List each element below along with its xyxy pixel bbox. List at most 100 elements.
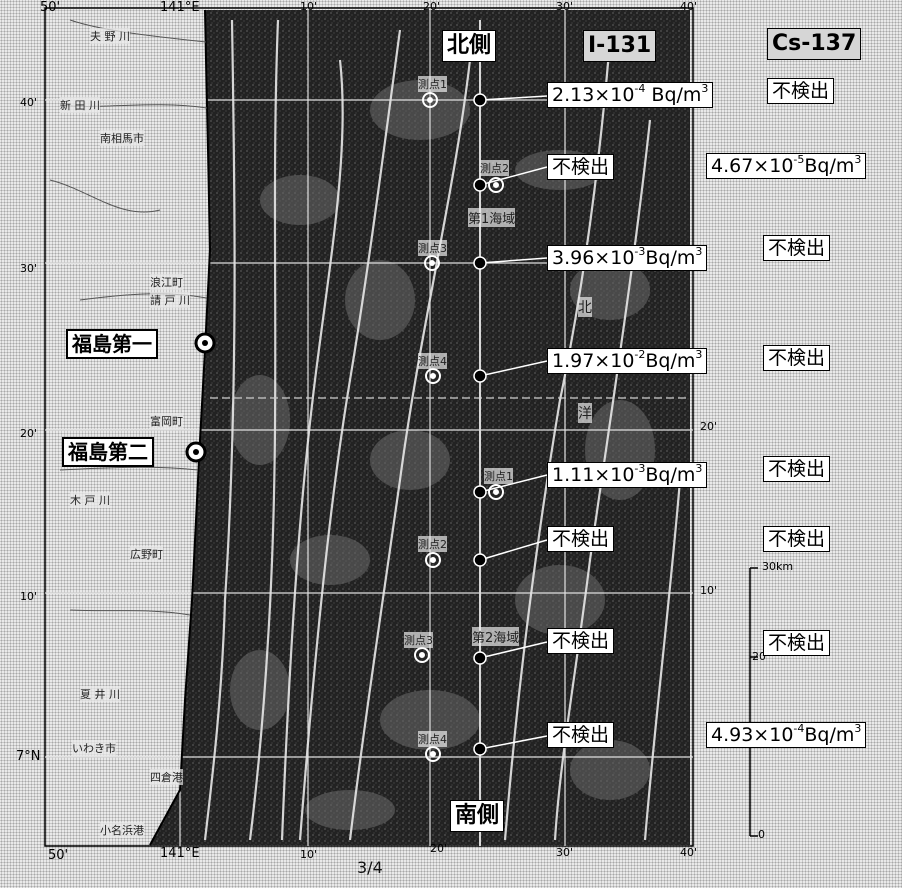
cs137-result-row-5: 不検出 [763, 456, 831, 482]
tick-top-30: 30' [556, 0, 574, 13]
map-frame [44, 7, 694, 847]
cs137-result-row-2: 4.67×10-5Bq/m3 [706, 153, 867, 179]
place-label-6: 富岡町 [150, 413, 183, 429]
point-label-s4: 測点4 [418, 731, 447, 747]
place-label-4: 浪江町 [150, 274, 183, 290]
scale-label-30km: 30km [762, 560, 794, 573]
tick-top-40: 40' [680, 0, 698, 13]
i131-result-row-5: 1.11×10-3Bq/m3 [547, 462, 708, 488]
i131-result-row-6: 不検出 [547, 526, 615, 552]
ocean-label-you: 洋 [578, 403, 592, 423]
i131-r1-exponent: -4 [634, 82, 646, 95]
tick-lat-10: 10' [20, 590, 38, 603]
tick-lat-40: 40' [20, 96, 38, 109]
point-label-s3: 測点3 [404, 632, 433, 648]
tick-lat-37n: 7°N [16, 749, 41, 764]
scale-label-0: 0 [758, 828, 765, 841]
cs137-r8-unit-power: 3 [854, 722, 862, 735]
grid-lines [45, 8, 693, 846]
place-label-10: いわき市 [72, 740, 116, 756]
tick-bot-141e: 141°E [160, 846, 200, 861]
i131-r5-mantissa: 1.11×10 [552, 464, 635, 486]
tick-rlat-20: 20' [700, 420, 718, 433]
place-label-11: 四倉港 [150, 769, 183, 785]
i131-r4-exponent: -2 [634, 348, 646, 361]
south-point-markers [414, 484, 504, 762]
tick-bot-30: 30' [556, 846, 574, 859]
transect-markers [473, 93, 487, 756]
i131-r1-unit: Bq/m [645, 84, 702, 106]
point-label-s2: 測点2 [418, 536, 447, 552]
cs137-result-row-4: 不検出 [763, 345, 831, 371]
cs137-header: Cs-137 [767, 28, 862, 60]
area-label-2: 第2海域 [472, 627, 520, 646]
i131-r5-unit-power: 3 [695, 462, 703, 475]
place-label-9: 夏 井 川 [80, 686, 120, 702]
place-label-7: 木 戸 川 [70, 492, 110, 508]
plant-label-daiichi: 福島第一 [66, 329, 158, 359]
i131-result-row-8: 不検出 [547, 722, 615, 748]
tick-bot-40: 40' [680, 846, 698, 859]
cs137-r8-unit: Bq/m [804, 724, 855, 746]
cs137-r2-mantissa: 4.67×10 [711, 155, 794, 177]
i131-result-row-7: 不検出 [547, 628, 615, 654]
i131-r3-mantissa: 3.96×10 [552, 247, 635, 269]
page-number: 3/4 [357, 858, 383, 877]
plant-marker-daini [185, 441, 207, 463]
i131-r3-exponent: -3 [634, 245, 646, 258]
i131-r3-unit-power: 3 [695, 245, 703, 258]
place-label-12: 小名浜港 [100, 822, 144, 838]
cs137-result-row-1: 不検出 [767, 78, 835, 104]
north-point-markers [422, 92, 504, 384]
i131-result-row-4: 1.97×10-2Bq/m3 [547, 348, 708, 374]
coastline [149, 9, 212, 846]
depth-contours [203, 19, 682, 841]
place-label-3: 南相馬市 [100, 130, 144, 146]
tick-top-141e: 141°E [160, 0, 200, 15]
point-label-n2: 測点2 [480, 160, 509, 176]
cs137-r2-unit-power: 3 [854, 153, 862, 166]
cs137-result-row-8: 4.93×10-4Bq/m3 [706, 722, 867, 748]
tick-lat-30: 30' [20, 262, 38, 275]
cs137-r2-exponent: -5 [793, 153, 805, 166]
cs137-result-row-6: 不検出 [763, 526, 831, 552]
i131-header: I-131 [583, 30, 657, 62]
tick-rlat-10: 10' [700, 584, 718, 597]
point-label-n3: 測点3 [418, 240, 447, 256]
point-label-n4: 測点4 [418, 353, 447, 369]
place-label-2: 新 田 川 [60, 97, 100, 113]
tick-top-50: 50' [40, 0, 61, 15]
i131-result-row-2: 不検出 [547, 154, 615, 180]
cs137-result-row-3: 不検出 [763, 235, 831, 261]
plant-marker-daiichi [194, 332, 216, 354]
cs137-r8-mantissa: 4.93×10 [711, 724, 794, 746]
point-label-n1: 測点1 [418, 76, 447, 92]
ocean-label-kita: 北 [578, 297, 592, 317]
point-label-s1: 測点1 [484, 468, 513, 484]
cs137-r8-exponent: -4 [793, 722, 805, 735]
plant-label-daini: 福島第二 [62, 437, 154, 467]
tick-top-20: 20' [423, 0, 441, 13]
i131-r4-unit-power: 3 [695, 348, 703, 361]
tick-lat-20: 20' [20, 427, 38, 440]
i131-r5-unit: Bq/m [645, 464, 696, 486]
i131-r1-mantissa: 2.13×10 [552, 84, 635, 106]
cs137-r2-unit: Bq/m [804, 155, 855, 177]
callout-lines [479, 95, 548, 750]
tick-bot-20: 20' [430, 842, 448, 855]
tick-bot-10: 10' [300, 848, 318, 861]
area-label-1: 第1海域 [468, 208, 516, 227]
tick-bot-50: 50' [48, 848, 69, 863]
cs137-result-row-7: 不検出 [763, 630, 831, 656]
north-side-label: 北側 [442, 30, 497, 62]
i131-r1-unit-power: 3 [701, 82, 709, 95]
place-label-1: 夫 野 川 [90, 28, 130, 44]
i131-r3-unit: Bq/m [645, 247, 696, 269]
i131-result-row-1: 2.13×10-4 Bq/m3 [547, 82, 714, 108]
scale-label-20: 20 [752, 650, 766, 663]
i131-r4-mantissa: 1.97×10 [552, 350, 635, 372]
i131-r5-exponent: -3 [634, 462, 646, 475]
south-side-label: 南側 [450, 800, 505, 832]
i131-result-row-3: 3.96×10-3Bq/m3 [547, 245, 708, 271]
